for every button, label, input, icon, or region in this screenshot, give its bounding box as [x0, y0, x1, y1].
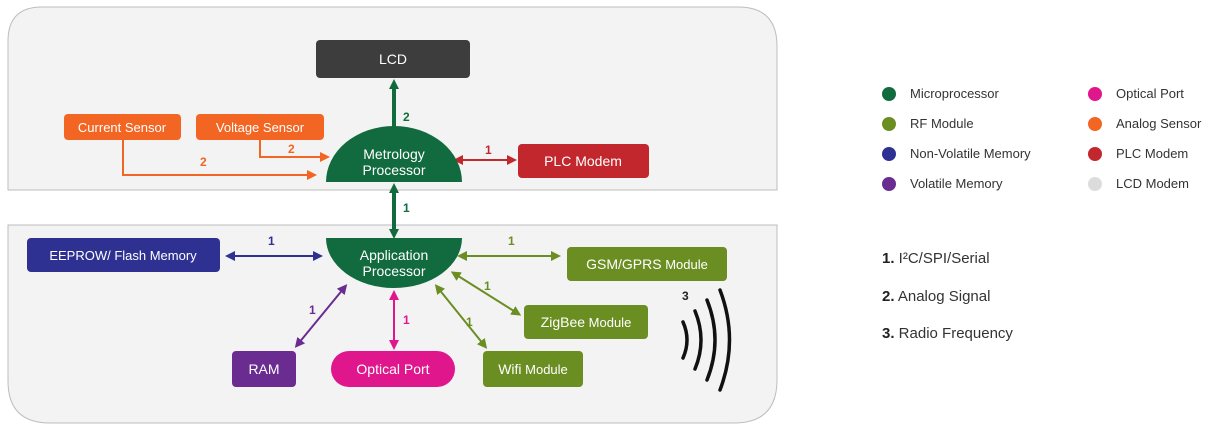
gsm-module-label: GSM/GPRS Module — [586, 256, 708, 272]
legend-item-microprocessor: Microprocessor — [882, 86, 999, 101]
interface-key-number: 1. — [882, 250, 895, 267]
interface-key-number: 3. — [882, 325, 895, 342]
radio-link-label: 3 — [682, 289, 689, 303]
legend-label: Volatile Memory — [910, 176, 1003, 191]
legend-dot-icon — [1088, 86, 1102, 101]
legend-label: PLC Modem — [1116, 146, 1189, 161]
optical-port-block — [331, 351, 455, 387]
eeprom-block — [27, 238, 220, 272]
ram-label: RAM — [248, 361, 279, 377]
lcd-block — [316, 40, 470, 78]
interface-key-text: Radio Frequency — [894, 325, 1013, 342]
wifi-module-block — [483, 351, 583, 387]
metrology-processor-line2: Processor — [362, 162, 425, 178]
legend-item-rf-module: RF Module — [882, 116, 974, 131]
bus-link-label: 1 — [403, 201, 410, 215]
legend-label: Analog Sensor — [1116, 116, 1202, 131]
zigbee-link-label: 1 — [484, 279, 491, 293]
legend-dot-icon — [882, 146, 896, 161]
current-link-label: 2 — [200, 155, 207, 169]
wifi-module-name: Wifi — [498, 361, 521, 377]
zigbee-module-suffix: Module — [585, 315, 631, 330]
interface-key-text: I²C/SPI/Serial — [894, 250, 990, 267]
application-processor-line1: Application — [360, 247, 429, 263]
plc-modem-label: PLC Modem — [544, 153, 622, 169]
interface-key-1: 1. I²C/SPI/Serial — [882, 250, 990, 267]
radio-waves-icon — [681, 288, 732, 392]
zigbee-module-block — [524, 305, 648, 339]
interface-key-2: 2. Analog Signal — [882, 288, 990, 305]
legend-dot-icon — [882, 176, 896, 191]
legend-item-optical-port: Optical Port — [1088, 86, 1184, 101]
metrology-processor-line1: Metrology — [363, 146, 424, 162]
application-processor — [326, 238, 462, 288]
legend-dot-icon — [1088, 176, 1102, 191]
zigbee-module-name: ZigBee — [541, 314, 586, 330]
legend-label: RF Module — [910, 116, 974, 131]
application-processor-line2: Processor — [362, 263, 425, 279]
legend-label: Optical Port — [1116, 86, 1184, 101]
interface-key-3: 3. Radio Frequency — [882, 325, 1013, 342]
legend-label: Microprocessor — [910, 86, 999, 101]
current-sensor-block — [64, 114, 181, 140]
gsm-module-block — [567, 247, 727, 281]
metrology-processor — [326, 126, 462, 182]
current-sensor-connector — [122, 138, 317, 180]
legend-item-volatile-memory: Volatile Memory — [882, 176, 1002, 191]
legend-dot-icon — [1088, 116, 1102, 131]
eeprom-link-label: 1 — [268, 234, 275, 248]
plc-link-label: 1 — [485, 143, 492, 157]
legend-dot-icon — [882, 86, 896, 101]
voltage-sensor-block — [196, 114, 324, 140]
wifi-module-suffix: Module — [522, 362, 568, 377]
wifi-link-label: 1 — [466, 315, 473, 329]
interface-key-text: Analog Signal — [894, 288, 991, 305]
voltage-sensor-label: Voltage Sensor — [216, 120, 305, 135]
lcd-label: LCD — [379, 51, 407, 67]
legend-item-non-volatile-memory: Non-Volatile Memory — [882, 146, 1031, 161]
current-sensor-label: Current Sensor — [78, 120, 167, 135]
legend-item-analog-sensor: Analog Sensor — [1088, 116, 1201, 131]
plc-modem-block — [518, 144, 649, 178]
legend-dot-icon — [1088, 146, 1102, 161]
optical-link-label: 1 — [403, 313, 410, 327]
gsm-link-label: 1 — [508, 234, 515, 248]
voltage-link-label: 2 — [288, 142, 295, 156]
lcd-link-label: 2 — [403, 110, 410, 124]
legend-label: Non-Volatile Memory — [910, 146, 1031, 161]
eeprom-label: EEPROW/ Flash Memory — [49, 248, 197, 263]
wifi-connector — [434, 284, 488, 349]
voltage-sensor-connector — [259, 138, 330, 162]
zigbee-module-label: ZigBee Module — [541, 314, 632, 330]
interface-key-number: 2. — [882, 288, 895, 305]
gsm-module-suffix: Module — [662, 257, 708, 272]
ram-link-label: 1 — [309, 303, 316, 317]
optical-port-label: Optical Port — [356, 361, 429, 377]
ram-block — [232, 351, 296, 387]
wifi-module-label: Wifi Module — [498, 361, 568, 377]
legend-label: LCD Modem — [1116, 176, 1189, 191]
ram-connector — [294, 284, 348, 348]
legend-item-plc-modem: PLC Modem — [1088, 146, 1188, 161]
legend-dot-icon — [882, 116, 896, 131]
legend-item-lcd-modem: LCD Modem — [1088, 176, 1189, 191]
gsm-module-name: GSM/GPRS — [586, 256, 661, 272]
